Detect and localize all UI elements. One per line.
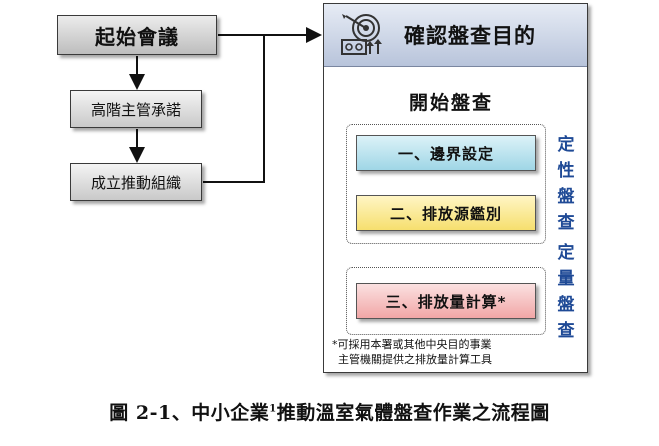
caption-prefix: 圖 2-1、中小企業 (109, 402, 270, 424)
inventory-panel: 確認盤查目的 開始盤查 一、邊界設定 二、排放源鑑別 三、排放量計算* 定性盤查… (323, 3, 588, 373)
step-calculation-label: 三、排放量計算* (385, 292, 507, 311)
step-emission-source-identification: 二、排放源鑑別 (356, 195, 536, 231)
start-meeting-label: 起始會議 (95, 24, 179, 49)
step-boundary-setting: 一、邊界設定 (356, 135, 536, 171)
step-emission-calculation: 三、排放量計算* (356, 283, 536, 319)
panel-header: 確認盤查目的 (324, 4, 587, 67)
management-commitment-label: 高階主管承諾 (90, 100, 181, 119)
figure-caption: 圖 2-1、中小企業1推動溫室氣體盤查作業之流程圖 (0, 398, 659, 425)
footnote-line-1: *可採用本署或其他中央目的事業 (332, 338, 492, 351)
footnote-line-2: 主管機關提供之排放量計算工具 (338, 353, 492, 366)
line-org-to-panel (203, 35, 265, 183)
footnote: *可採用本署或其他中央目的事業 主管機關提供之排放量計算工具 (332, 337, 552, 367)
caption-superscript: 1 (269, 403, 277, 415)
step-emission-source-label: 二、排放源鑑別 (389, 204, 502, 223)
qualitative-inventory-label: 定性盤查 (557, 135, 575, 233)
caption-suffix: 推動溫室氣體盤查作業之流程圖 (276, 402, 550, 424)
management-commitment-box: 高階主管承諾 (70, 90, 202, 128)
form-organization-label: 成立推動組織 (90, 173, 181, 192)
start-inventory-heading: 開始盤查 (409, 92, 494, 114)
quantitative-inventory-label: 定量盤查 (557, 243, 575, 341)
target-mechanism-icon (341, 14, 382, 55)
form-organization-box: 成立推動組織 (70, 163, 202, 201)
confirm-purpose-title: 確認盤查目的 (404, 24, 536, 48)
start-meeting-box: 起始會議 (57, 15, 217, 55)
qualitative-group (346, 124, 546, 244)
quantitative-group (346, 267, 546, 335)
step-boundary-label: 一、邊界設定 (397, 144, 494, 163)
